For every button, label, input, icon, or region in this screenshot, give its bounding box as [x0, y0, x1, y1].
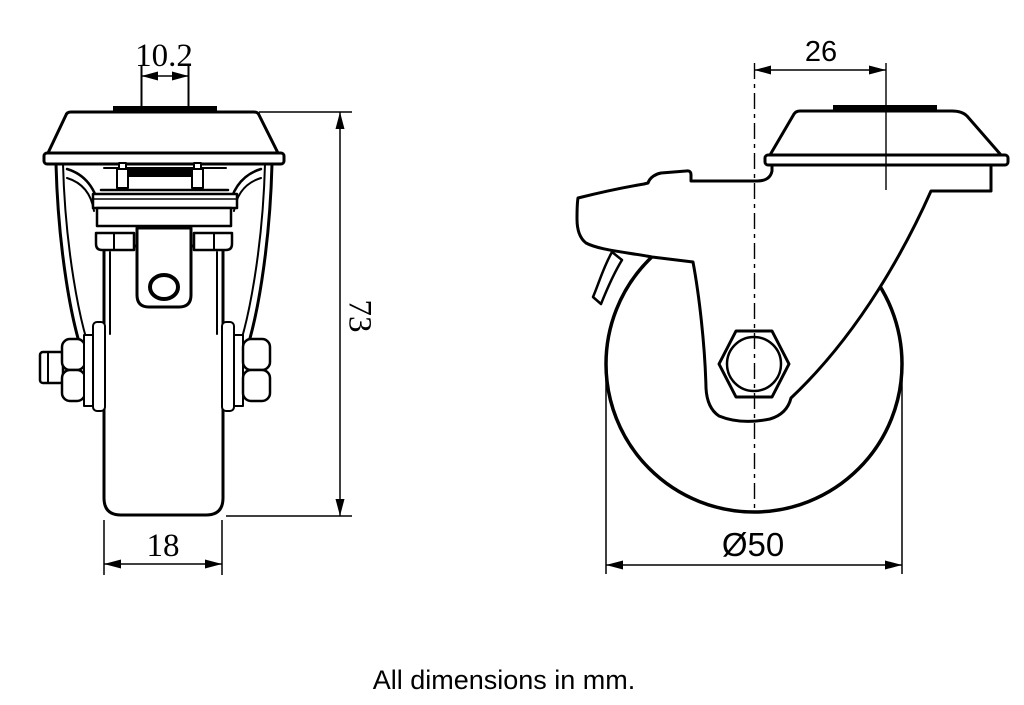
dim-wheel-diameter-label: Ø50	[722, 526, 784, 563]
side-view	[575, 105, 1010, 514]
cap-slot-side	[833, 105, 937, 112]
dim-overall-height: 73	[226, 111, 377, 517]
arrow-right	[205, 559, 222, 569]
dim-wheel-width-label: 18	[147, 528, 180, 564]
bearing-strip	[127, 169, 193, 177]
arrow-left	[606, 560, 623, 570]
axle-washer-left-a	[83, 334, 94, 407]
axle-nut-lower-left	[60, 368, 87, 403]
axle-nut-upper-left	[60, 337, 87, 372]
dim-wheel-diameter: Ø50	[605, 374, 903, 574]
arrow-up	[335, 112, 345, 129]
kingpin-hole	[148, 273, 180, 301]
units-note: All dimensions in mm.	[373, 665, 636, 695]
axle-washer-left-b	[92, 321, 106, 412]
swivel-cap-rim-front	[42, 151, 286, 166]
axle-bolt-head	[38, 350, 65, 385]
brake-lever	[591, 250, 624, 306]
brake-plate-upper	[91, 192, 239, 210]
fork-fillet-left-b	[66, 177, 95, 212]
fork-body-side	[575, 161, 993, 423]
arrow-left	[754, 65, 771, 75]
dim-overall-height-label: 73	[341, 300, 377, 333]
arrow-right	[885, 560, 902, 570]
cap-slot-front	[113, 106, 217, 113]
arrow-left	[141, 71, 158, 81]
axle-nut-lower-right	[241, 368, 272, 403]
bearing-bolt-cap-left	[118, 162, 127, 170]
brake-plate-lower	[95, 206, 233, 228]
swivel-cap-front	[46, 110, 280, 155]
axle-washer-right-b	[233, 334, 244, 407]
kingpin-bracket	[135, 226, 193, 309]
axle-nut-upper-right	[241, 337, 272, 372]
arrow-right	[869, 65, 886, 75]
dimensions: 10.2 73 18 26	[103, 36, 903, 575]
bearing-bolt-left	[116, 168, 129, 189]
arrow-left	[104, 559, 121, 569]
dim-stem-width-label: 10.2	[135, 38, 193, 74]
axle-washer-right-a	[221, 321, 235, 412]
dim-wheel-width: 18	[103, 520, 223, 575]
bearing-bolt-cap-right	[193, 162, 202, 170]
arrow-right	[172, 71, 189, 81]
dim-bolt-offset-label: 26	[805, 36, 837, 68]
dim-bolt-offset: 26	[754, 36, 886, 75]
arrow-down	[335, 499, 345, 516]
front-view	[38, 65, 286, 517]
bearing-bolt-right	[191, 168, 204, 189]
dim-stem-width: 10.2	[135, 38, 193, 81]
reference-lines	[753, 63, 887, 508]
